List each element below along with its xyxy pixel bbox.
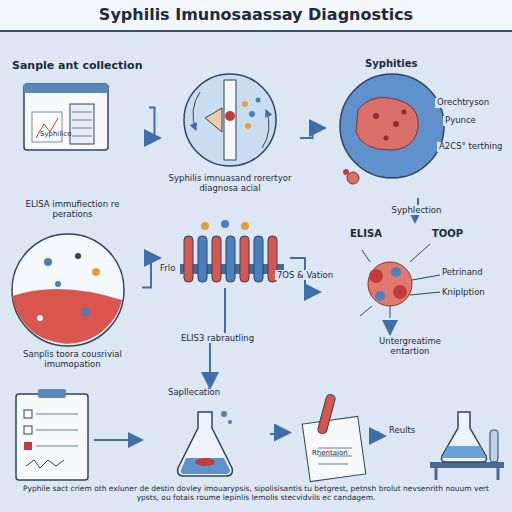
node-label: Sanplis toora cousrivial imumopation: [5, 350, 140, 370]
result-sheet: [302, 394, 366, 482]
flow-arrow: [149, 108, 160, 139]
node-label: A2CS° terthing: [437, 142, 509, 152]
node-label: ELISA immufiection re perations: [5, 200, 140, 220]
illustration-node: SyphitiesOrechtrysonPyunceA2CS° terthing: [325, 58, 511, 198]
illustration-node: ELISA immufiection re perationsSanplis t…: [5, 200, 142, 375]
flow-arrow: [372, 433, 385, 437]
node-label: Orechtryson: [435, 98, 509, 108]
node-label: TOOP: [432, 228, 477, 240]
sample-circle: [12, 234, 124, 346]
flask: [178, 411, 233, 476]
illustration-node: Frlo: [160, 228, 290, 288]
illustration-node: Sapllecation: [150, 388, 270, 480]
edge-label: 7OS & Vation: [275, 270, 335, 280]
illustration-node: Sanple ant collectionSyphilico: [12, 60, 149, 155]
lens-circle: [184, 74, 276, 166]
cell-cluster: [360, 244, 440, 334]
node-label: Kniplption: [442, 288, 507, 298]
node-label: Syphilico: [40, 130, 88, 138]
test-tube-rack: [180, 220, 284, 282]
node-label: Petrinand: [442, 268, 507, 278]
node-label: Frlo: [160, 264, 182, 274]
node-label: Sanple ant collection: [12, 60, 147, 73]
illustration-node: ELISA TOOP PetrinandKniplptionUntergreatim…: [320, 222, 510, 362]
node-label: ELISA: [350, 228, 395, 240]
edge-label: ELIS3 rabrautling: [179, 333, 256, 343]
node-label: Untergreatime entartion: [360, 337, 460, 357]
lab-bench: [430, 412, 504, 480]
node-label: Syphities: [365, 58, 435, 70]
flow-arrow: [300, 128, 325, 138]
flow-arrow: [142, 258, 160, 288]
flow-arrow: [270, 433, 290, 435]
diagram-title: Syphilis Imunosaassay Diagnostics: [0, 5, 512, 24]
document-window: [24, 84, 108, 150]
illustration-node: Rhentaion: [290, 385, 372, 480]
cell-circle: [340, 74, 444, 184]
illustration-node: Reults: [385, 392, 507, 480]
clipboard: [16, 389, 142, 480]
node-label: Sapllecation: [168, 388, 248, 398]
node-label: Pyunce: [443, 116, 497, 126]
illustration-node: Syphilis imnuasand rorertyor diagnosa ac…: [160, 68, 300, 208]
node-label: Syphilis imnuasand rorertyor diagnosa ac…: [165, 174, 295, 194]
node-label: Reults: [389, 426, 429, 436]
node-label: Rhentaion: [312, 449, 360, 457]
edge-label: Syphlection: [390, 205, 444, 215]
caption-text: Pyphile sact criem oth exluner de destin…: [12, 484, 500, 502]
